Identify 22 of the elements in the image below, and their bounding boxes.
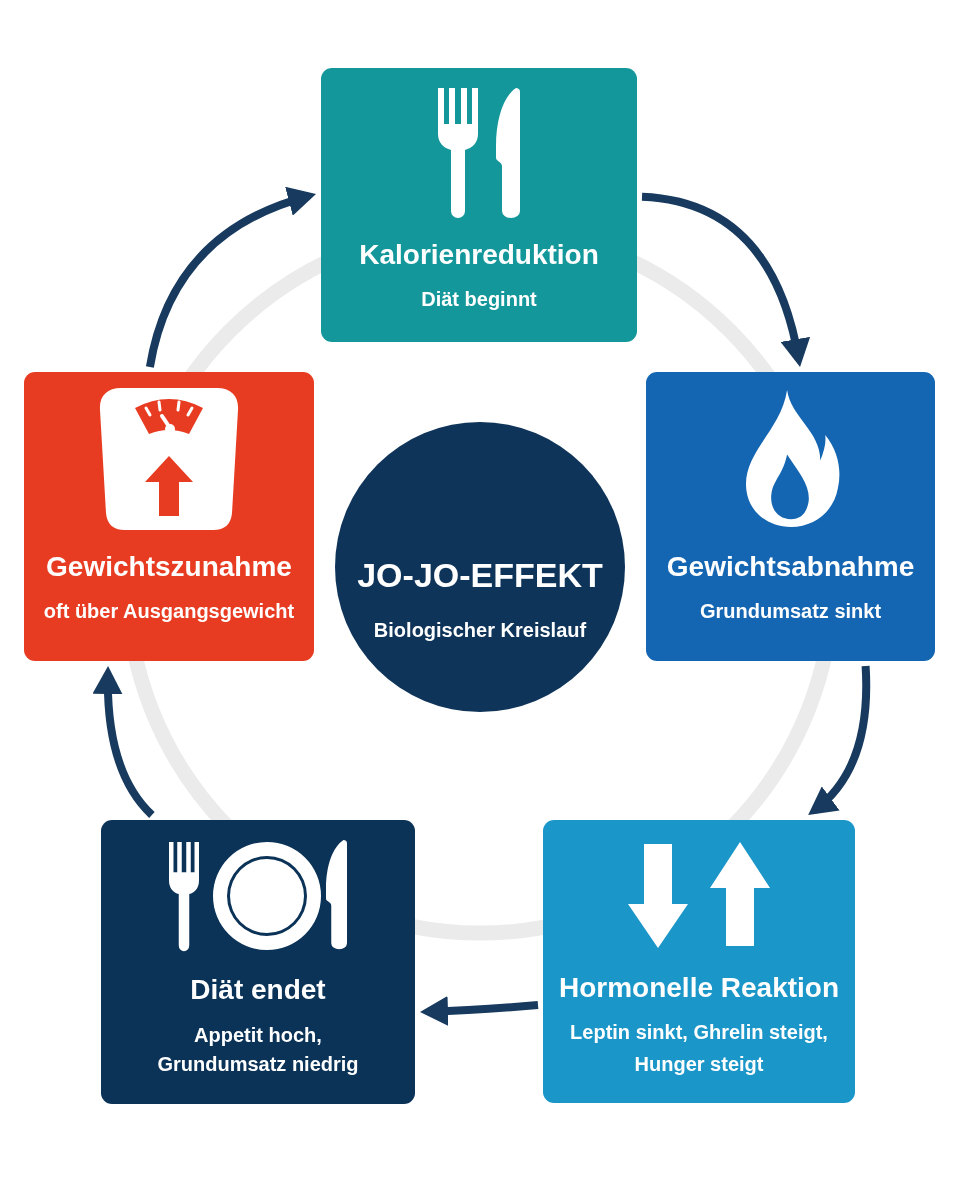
step-title: Gewichtsabnahme [666, 551, 915, 583]
step-description: Diät beginnt [421, 287, 537, 312]
step-box [321, 68, 637, 342]
step-description: Appetit hoch, Grundumsatz niedrig [156, 1023, 360, 1077]
step-title: Kalorienreduktion [359, 239, 599, 271]
curved-arrow [146, 187, 316, 368]
step-box [543, 820, 855, 1103]
curved-arrow [420, 996, 539, 1026]
center-title: JO-JO-EFFEKT [357, 555, 603, 595]
step-description: Grundumsatz sinkt [699, 599, 882, 624]
curved-arrow [808, 665, 871, 816]
step-box [24, 372, 314, 661]
step-title: Gewichtszunahme [46, 551, 292, 583]
step-box [101, 820, 415, 1104]
center-subtitle: Biologischer Kreislauf [373, 618, 587, 643]
step-box [646, 372, 935, 661]
step-description: oft über Ausgangsgewicht [43, 599, 295, 624]
step-title: Diät endet [190, 974, 326, 1006]
curved-arrow [92, 666, 155, 818]
step-description: Leptin sinkt, Ghrelin steigt, Hunger steigt [569, 1020, 829, 1077]
curved-arrow [641, 192, 810, 367]
step-title: Hormonelle Reaktion [558, 972, 840, 1004]
